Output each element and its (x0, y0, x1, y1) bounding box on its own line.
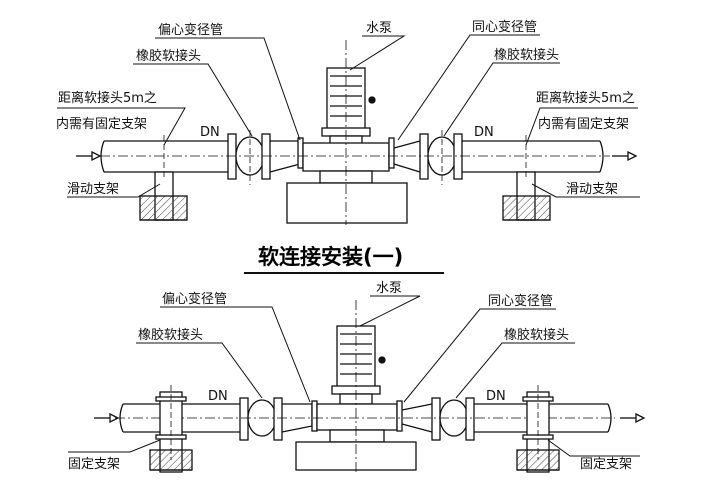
fixed-support-right-label: 固定支架 (580, 457, 632, 472)
concentric-reducer-label: 同心变径管 (472, 19, 537, 35)
inlet-arrow (76, 150, 102, 162)
diagram-title: 软连接安装(一) (258, 245, 403, 269)
outlet-arrow (612, 150, 638, 162)
pump-label-2: 水泵 (376, 281, 402, 296)
rubber-joint-right-2 (431, 397, 475, 441)
rubber-joint-right-label: 橡胶软接头 (494, 47, 559, 63)
fixed-note-left-line2: 内需有固定支架 (56, 116, 147, 132)
left-pipe (100, 140, 230, 173)
joint-centerlines (249, 130, 443, 185)
rubber-joint-right (419, 133, 463, 180)
eccentric-reducer (269, 137, 304, 173)
rubber-joint-left-label: 橡胶软接头 (136, 48, 201, 64)
concentric-reducer-2 (396, 400, 433, 433)
sliding-support-left (139, 135, 188, 221)
sliding-support-right-label: 滑动支架 (566, 182, 618, 197)
pump-label: 水泵 (366, 21, 392, 36)
fixed-support-left (149, 385, 193, 473)
dn-left-label: DN (200, 125, 220, 140)
dn-right-label: DN (474, 125, 494, 140)
sliding-support-right (502, 135, 551, 221)
sliding-support-left-label: 滑动支架 (67, 182, 119, 197)
concentric-reducer-label-2: 同心变径管 (488, 293, 553, 309)
fixed-note-left-line1: 距离软接头5m之 (58, 90, 157, 106)
dn-right-label-2: DN (486, 389, 506, 404)
leader-lines-2 (68, 295, 640, 457)
concentric-reducer (388, 137, 421, 173)
fixed-support-left-label: 固定支架 (68, 457, 120, 472)
pump-2 (295, 300, 417, 475)
fixed-note-right-line2: 内需有固定支架 (538, 116, 629, 132)
rubber-joint-right-label-2: 橡胶软接头 (504, 327, 569, 343)
dn-left-label-2: DN (208, 389, 228, 404)
eccentric-reducer-label: 偏心变径管 (158, 22, 223, 38)
inlet-arrow-2 (94, 412, 120, 424)
diagram-1 (57, 34, 640, 225)
rubber-joint-left-2 (239, 397, 283, 441)
eccentric-reducer-label-2: 偏心变径管 (162, 291, 227, 307)
rubber-joint-left-label-2: 橡胶软接头 (138, 327, 203, 343)
outlet-arrow-2 (620, 412, 646, 424)
fixed-note-right-line1: 距离软接头5m之 (536, 90, 635, 106)
right-pipe (462, 140, 604, 173)
eccentric-reducer-2 (281, 400, 318, 433)
diagram-2 (68, 295, 646, 475)
fixed-support-right (516, 385, 560, 473)
rubber-joint-left (227, 133, 271, 180)
pump-1 (286, 40, 408, 225)
leader-lines-1 (57, 34, 640, 198)
